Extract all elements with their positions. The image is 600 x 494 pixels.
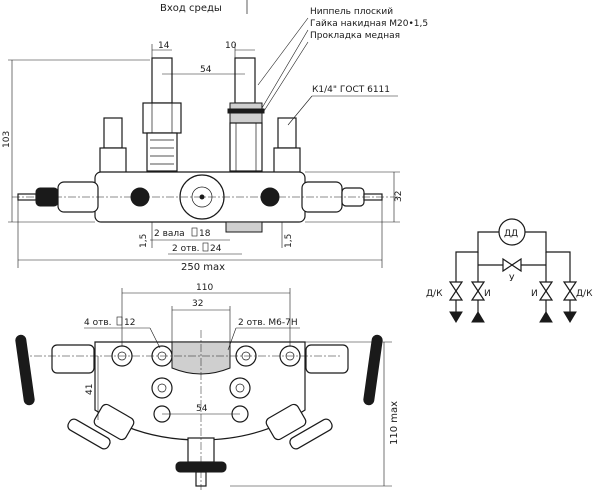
dim-1-5-left: 1,5	[139, 234, 149, 248]
arrow-dk-left	[449, 311, 463, 323]
dim-41: 41	[85, 384, 95, 395]
label-two-holes: 2 отв.	[172, 244, 200, 254]
dim-103: 103	[2, 131, 12, 148]
left-hex	[146, 132, 178, 172]
label-copper-gasket: Прокладка медная	[310, 31, 400, 41]
schematic-i-right: И	[531, 289, 538, 299]
valve-i-left	[470, 281, 486, 301]
plan-right-bonnet	[305, 344, 349, 374]
label-union-nut: Гайка накидная М20•1,5	[310, 19, 428, 29]
arrow-dk-right	[563, 311, 577, 323]
right-nipple	[234, 57, 256, 104]
dim-14: 14	[158, 41, 170, 51]
dim-54-bottom: 54	[196, 404, 208, 414]
schematic-dd: ДД	[504, 229, 518, 239]
valve-i-right	[538, 281, 554, 301]
copper-gasket	[227, 108, 265, 114]
plan-port-6	[229, 377, 251, 399]
equalizing-valve	[502, 257, 522, 273]
front-view: Вход среды	[2, 0, 428, 273]
left-nipple	[151, 57, 173, 104]
plan-diag-left-handle	[67, 418, 111, 450]
plan-left-bonnet	[51, 344, 95, 374]
dim-110: 110	[196, 283, 213, 293]
dim-10: 10	[225, 41, 237, 51]
plan-diag-right-bonnet	[265, 403, 307, 441]
right-side-fitting	[277, 117, 297, 149]
label-flat-nipple: Ниппель плоский	[310, 7, 393, 17]
arrow-i-left	[471, 311, 485, 323]
dim-12: 12	[124, 318, 135, 328]
label-two-holes-m6: 2 отв. М6-7Н	[238, 318, 298, 328]
left-side-fitting	[103, 117, 123, 149]
plan-right-handle	[363, 334, 383, 406]
dim-54-top: 54	[200, 65, 212, 75]
dim-1-5-right: 1,5	[284, 234, 294, 248]
plan-diag-left-bonnet	[93, 403, 135, 441]
flow-schematic: ДД У Д/К И И Д/К	[426, 218, 593, 323]
left-union-nut	[142, 102, 182, 134]
label-media-inlet: Вход среды	[160, 3, 222, 14]
valve-dk-right	[562, 281, 578, 301]
valve-dk-left	[448, 281, 464, 301]
plan-left-handle	[15, 334, 35, 406]
schematic-y: У	[509, 274, 515, 284]
plan-diag-right-handle	[289, 418, 333, 450]
dim-32-side: 32	[394, 191, 404, 202]
dim-250-max: 250 max	[181, 262, 225, 273]
arrow-i-right	[539, 311, 553, 323]
dim-32-bottom: 32	[192, 299, 203, 309]
dim-18: 18	[199, 229, 211, 239]
schematic-dk-left: Д/К	[426, 289, 443, 299]
label-two-shafts: 2 вала	[154, 229, 185, 239]
plan-view: 110 32 4 отв. 12 2 отв. М6-7Н 41 54 110 …	[15, 283, 400, 490]
schematic-i-left: И	[484, 289, 491, 299]
bottom-fitting	[225, 221, 263, 233]
right-hex	[229, 122, 263, 172]
label-four-holes: 4 отв.	[84, 318, 112, 328]
plan-port-5	[151, 377, 173, 399]
dim-110-max: 110 max	[389, 401, 400, 445]
label-thread-gost: К1/4" ГОСТ 6111	[312, 85, 390, 95]
dim-24: 24	[210, 244, 222, 254]
schematic-dk-right: Д/К	[576, 289, 593, 299]
